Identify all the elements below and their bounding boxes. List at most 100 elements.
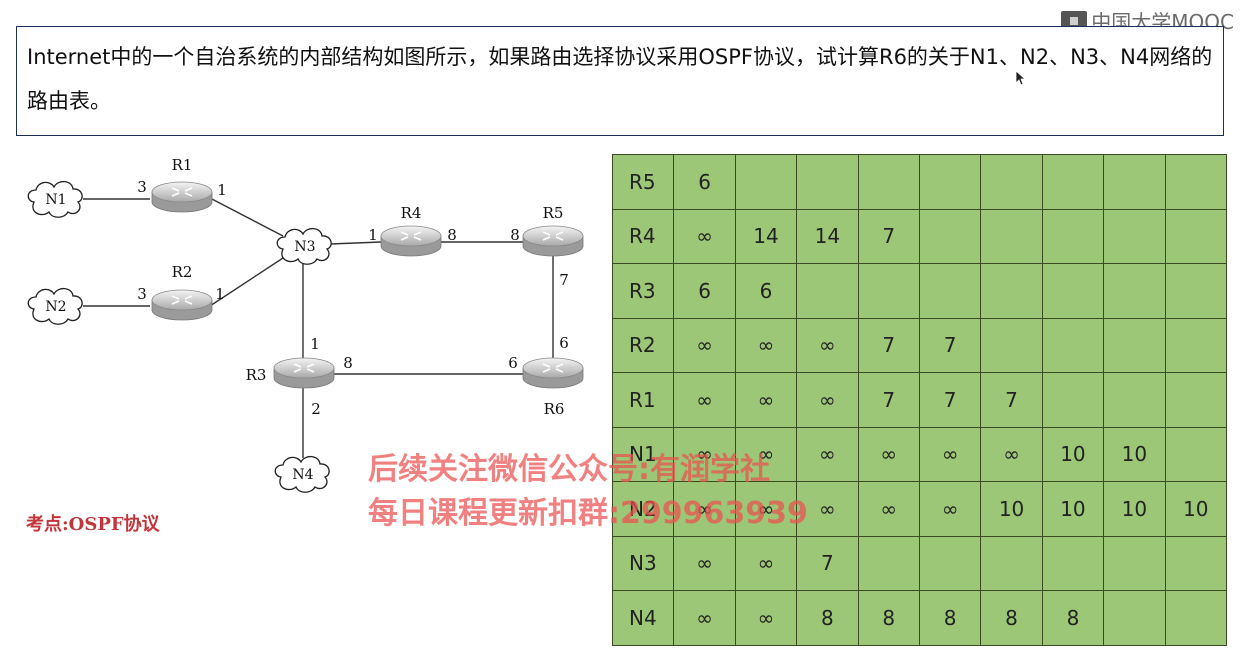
table-cell: 10	[1103, 426, 1166, 482]
table-cell	[1041, 535, 1105, 591]
svg-text:3: 3	[137, 178, 147, 196]
svg-text:1: 1	[215, 285, 225, 303]
watermark-line-2: 每日课程更新扣群:299963939	[368, 496, 808, 531]
router-r4: R4	[380, 204, 442, 257]
table-cell: 8	[796, 590, 859, 646]
table-cell: ∞	[673, 590, 736, 646]
table-cell	[918, 208, 982, 264]
svg-text:R5: R5	[543, 204, 564, 222]
table-cell: 10	[1103, 481, 1166, 537]
table-cell	[1103, 154, 1166, 210]
router-r1: R1	[151, 156, 213, 213]
table-cell: 8	[1041, 590, 1105, 646]
table-cell: ∞	[796, 372, 859, 428]
svg-text:7: 7	[559, 271, 569, 289]
table-cell	[918, 263, 982, 319]
table-cell	[1041, 372, 1105, 428]
table-cell	[1164, 426, 1227, 482]
link-r2-n3	[209, 257, 284, 307]
table-cell: 10	[1164, 481, 1227, 537]
table-cell: 8	[980, 590, 1043, 646]
table-cell	[857, 154, 920, 210]
table-cell	[1164, 154, 1227, 210]
table-cell: 10	[980, 481, 1043, 537]
table-cell	[980, 263, 1043, 319]
network-n2: N2	[27, 287, 83, 325]
table-cell	[1103, 317, 1166, 373]
table-cell: 7	[918, 372, 982, 428]
svg-text:N3: N3	[294, 239, 315, 255]
table-cell	[1041, 154, 1105, 210]
svg-text:6: 6	[508, 354, 518, 372]
table-cell: ∞	[734, 535, 798, 591]
table-cell	[980, 154, 1043, 210]
question-box: Internet中的一个自治系统的内部结构如图所示，如果路由选择协议采用OSPF…	[16, 26, 1224, 136]
router-r6: R6	[522, 357, 584, 418]
table-cell	[1103, 535, 1166, 591]
watermark: 后续关注微信公众号:有润学社 每日课程更新扣群:299963939	[368, 448, 808, 536]
table-cell: 8	[857, 590, 920, 646]
table-cell	[1041, 208, 1105, 264]
row-label: R3	[611, 263, 675, 319]
table-cell: 8	[918, 590, 982, 646]
table-cell	[1164, 590, 1227, 646]
table-cell	[1103, 208, 1166, 264]
table-cell: 6	[673, 263, 736, 319]
table-cell	[1164, 535, 1227, 591]
table-cell: ∞	[918, 481, 982, 537]
table-cell: ∞	[673, 535, 736, 591]
table-cell	[980, 317, 1043, 373]
router-r5: R5	[522, 204, 584, 257]
svg-text:1: 1	[368, 226, 378, 244]
row-label: N4	[611, 590, 675, 646]
mouse-cursor-icon	[1015, 70, 1025, 86]
table-cell	[918, 535, 982, 591]
table-cell: ∞	[734, 317, 798, 373]
table-cell: ∞	[673, 317, 736, 373]
svg-text:8: 8	[447, 226, 457, 244]
table-cell: ∞	[796, 317, 859, 373]
table-cell	[1103, 590, 1166, 646]
table-cell	[734, 154, 798, 210]
svg-text:8: 8	[343, 354, 353, 372]
table-cell	[1103, 372, 1166, 428]
question-text: Internet中的一个自治系统的内部结构如图所示，如果路由选择协议采用OSPF…	[27, 45, 1213, 113]
link-n3-r4	[329, 241, 382, 245]
table-cell	[980, 208, 1043, 264]
mooc-logo-icon	[1061, 10, 1088, 31]
table-cell: 7	[980, 372, 1043, 428]
table-cell	[857, 535, 920, 591]
svg-text:N1: N1	[45, 192, 66, 208]
table-cell: 7	[857, 372, 920, 428]
table-cell: 7	[796, 535, 859, 591]
link-r1-n3	[209, 197, 284, 237]
table-cell: ∞	[673, 372, 736, 428]
svg-text:2: 2	[311, 400, 321, 418]
table-cell: 14	[796, 208, 859, 264]
table-cell: ∞	[980, 426, 1043, 482]
table-cell: ∞	[673, 208, 736, 264]
network-diagram: N1 N2 N3 N4 R1 R2 R4 R5 R3 R6 3 1 3	[27, 156, 584, 493]
table-cell: ∞	[857, 481, 920, 537]
svg-text:R4: R4	[401, 204, 422, 222]
row-label: R5	[611, 154, 675, 210]
router-r3: R3	[246, 357, 335, 389]
table-cell	[918, 154, 982, 210]
table-cell	[1164, 263, 1227, 319]
row-label: N2	[611, 481, 675, 537]
table-cell: 7	[857, 208, 920, 264]
table-cell	[1103, 263, 1166, 319]
row-label: R2	[611, 317, 675, 373]
router-r2: R2	[151, 263, 213, 321]
table-cell: ∞	[796, 481, 859, 537]
svg-text:3: 3	[137, 285, 147, 303]
table-cell: ∞	[673, 426, 736, 482]
table-cell: ∞	[673, 481, 736, 537]
table-cell: ∞	[918, 426, 982, 482]
table-cell	[1041, 263, 1105, 319]
